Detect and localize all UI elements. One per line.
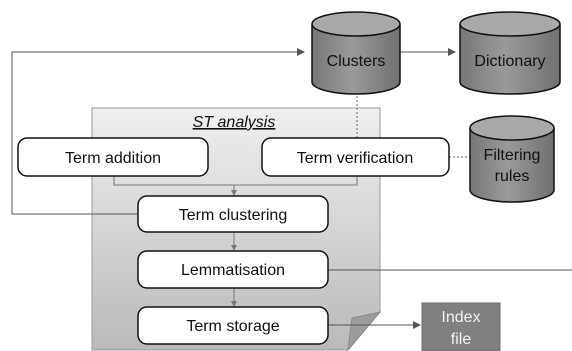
st-analysis-title: ST analysis	[193, 114, 276, 131]
term-addition-box: Term addition	[17, 137, 209, 177]
index-file-label-line1: Index	[441, 309, 480, 326]
connectors	[11, 48, 572, 329]
clusters-label: Clusters	[327, 53, 386, 70]
index-file-box: Index file	[421, 302, 501, 351]
term-verification-box: Term verification	[261, 137, 450, 177]
term-verification-label: Term verification	[297, 150, 413, 167]
filtering-rules-label-line1: Filtering	[484, 147, 541, 164]
dictionary-label: Dictionary	[474, 53, 545, 70]
term-clustering-box: Term clustering	[137, 195, 329, 233]
lemmatisation-box: Lemmatisation	[137, 250, 329, 289]
term-storage-label: Term storage	[186, 318, 279, 335]
clustering-to-clusters-line	[11, 48, 305, 215]
term-clustering-label: Term clustering	[179, 207, 287, 224]
filtering-rules-database-icon: Filtering rules	[469, 115, 555, 203]
folded-corner	[347, 311, 382, 351]
lemmatisation-label: Lemmatisation	[181, 262, 285, 279]
merge-bracket	[113, 176, 358, 186]
filtering-rules-label-line2: rules	[495, 168, 530, 185]
clusters-database-icon: Clusters	[311, 11, 401, 95]
dictionary-database-icon: Dictionary	[459, 11, 561, 95]
term-storage-box: Term storage	[137, 306, 329, 345]
index-file-label-line2: file	[451, 331, 472, 348]
term-addition-label: Term addition	[65, 150, 161, 167]
